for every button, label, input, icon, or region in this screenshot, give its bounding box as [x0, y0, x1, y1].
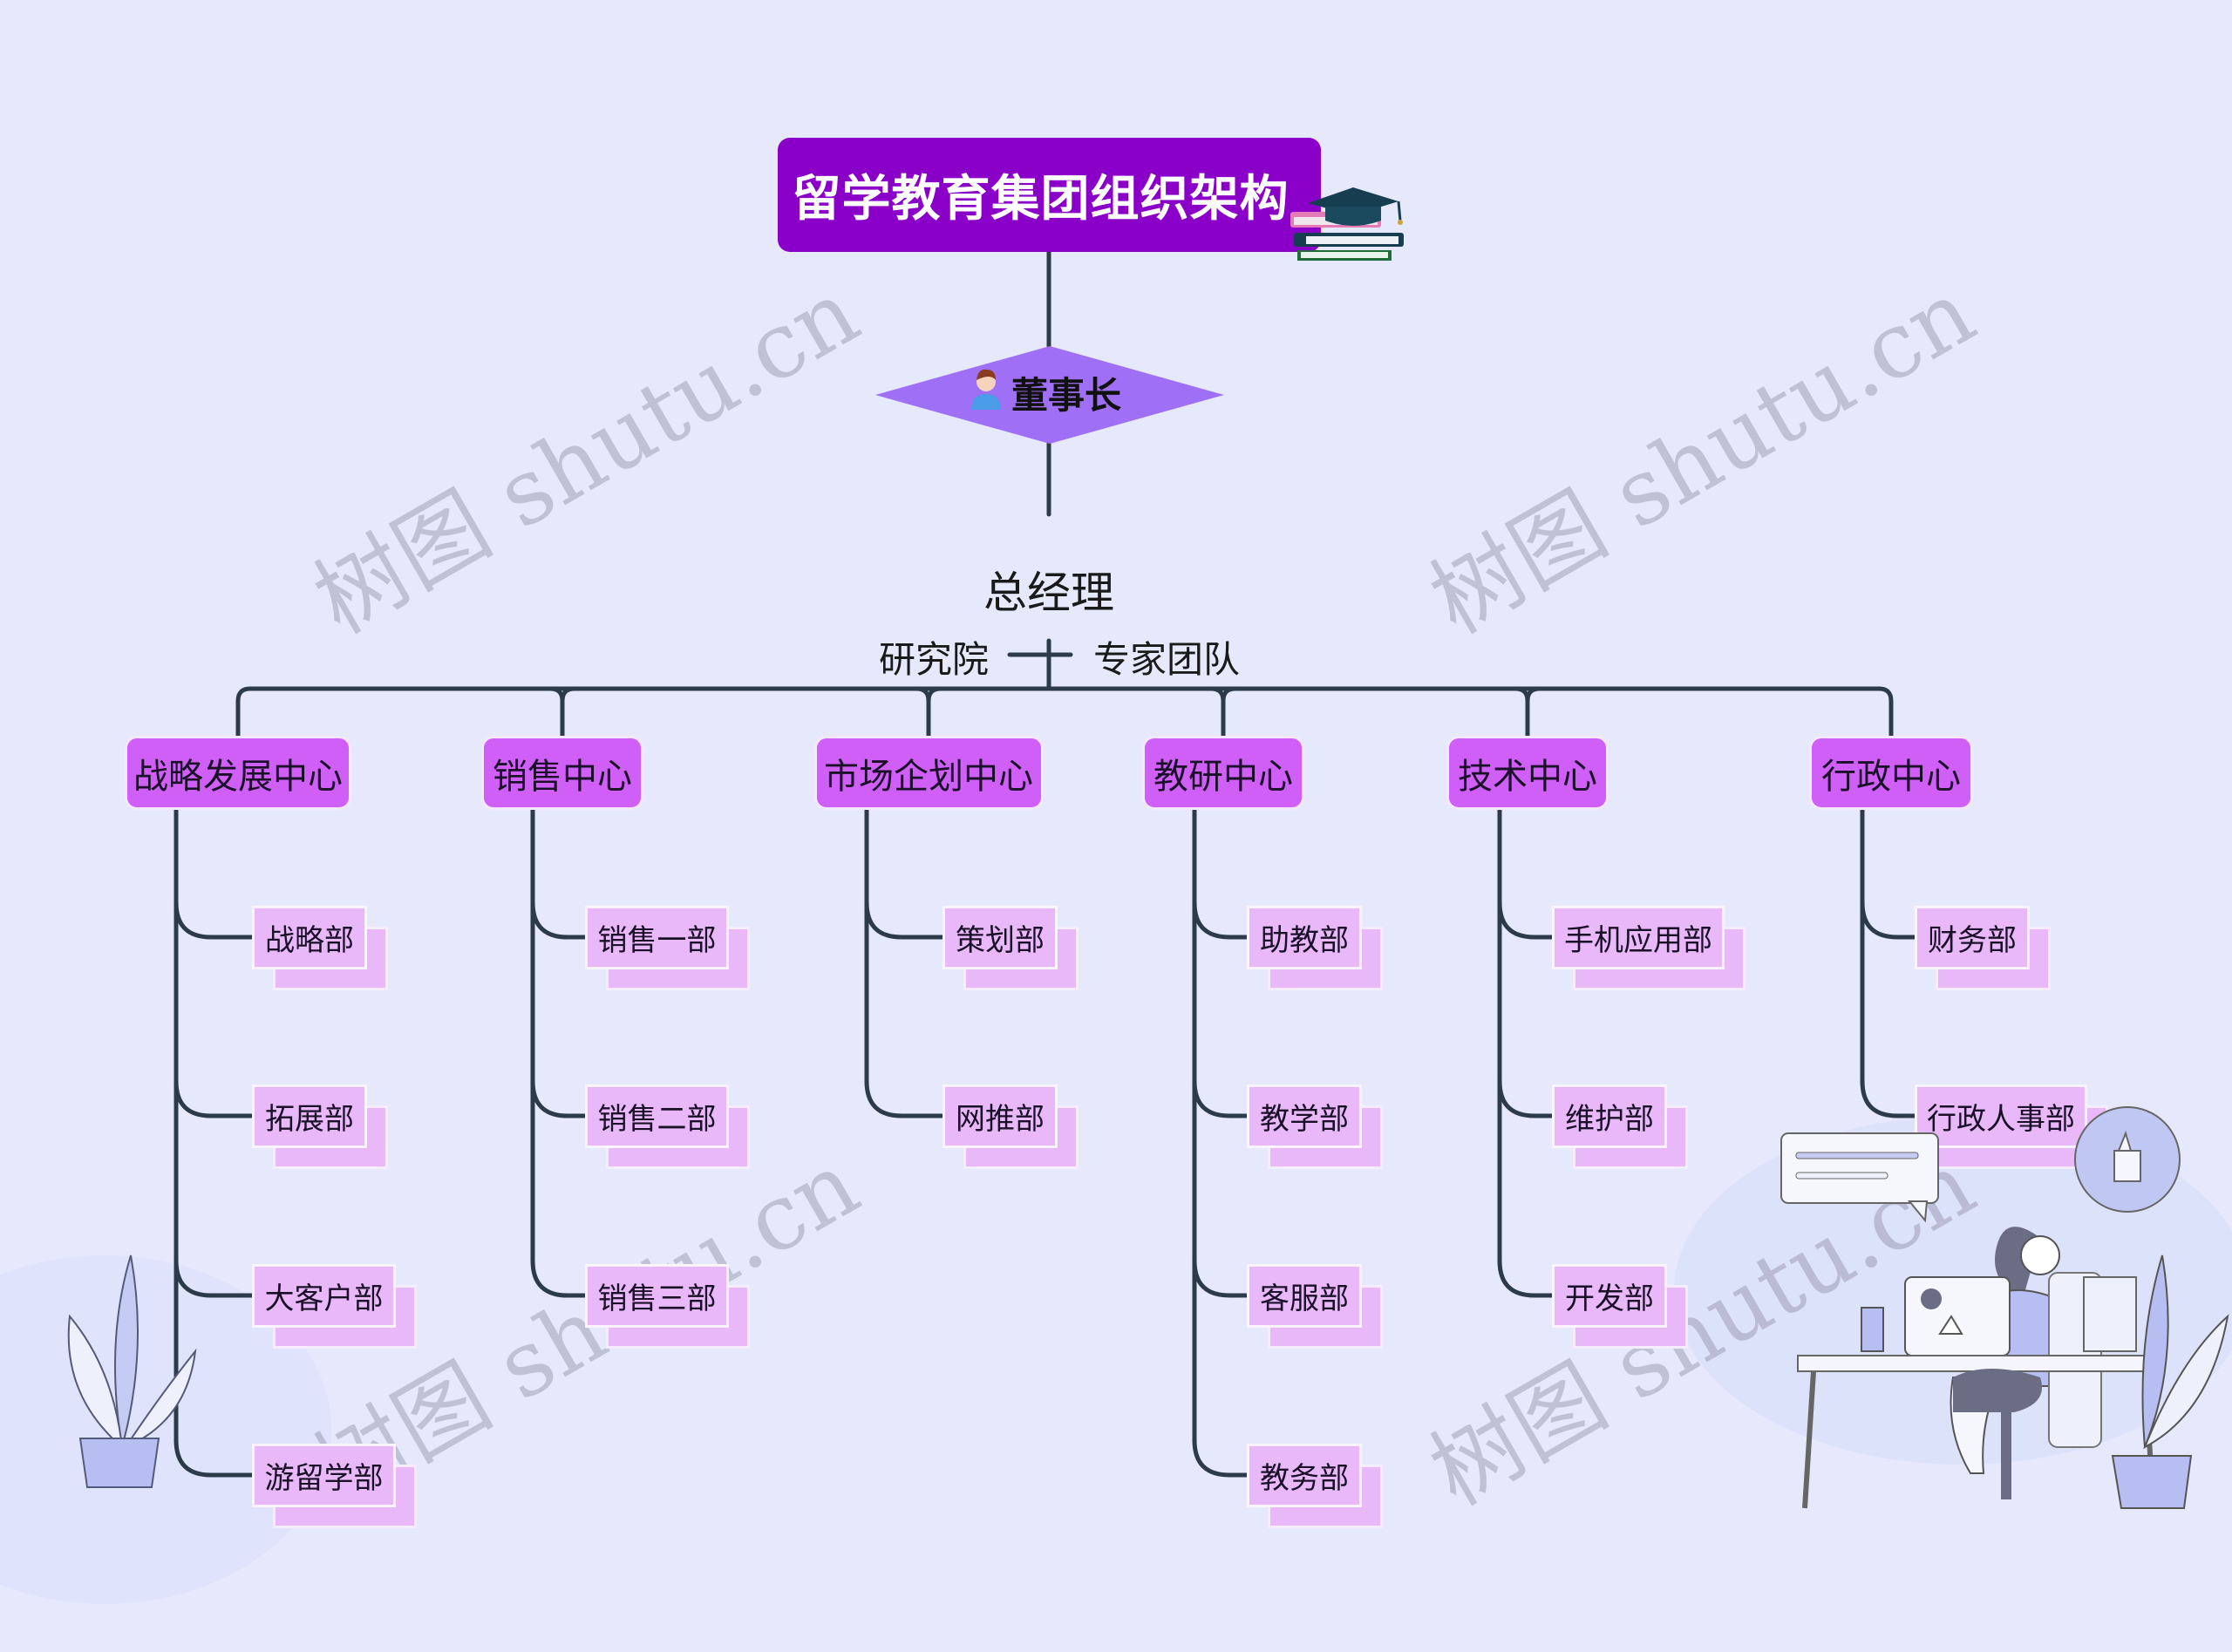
- branch-connector: [914, 686, 943, 738]
- center-label: 行政中心: [1821, 756, 1961, 797]
- child-connector: [1860, 1078, 1917, 1118]
- dept-node[interactable]: 助教部: [1247, 906, 1362, 969]
- dept-node[interactable]: 教务部: [1247, 1444, 1362, 1507]
- branch-connector: [1208, 686, 1238, 738]
- dept-node[interactable]: 销售一部: [585, 906, 729, 969]
- child-connector: [530, 1258, 588, 1298]
- dept-label: 策划部: [956, 923, 1045, 958]
- child-connector: [864, 1078, 945, 1118]
- dept-label: 维护部: [1565, 1102, 1654, 1137]
- dept-node[interactable]: 行政人事部: [1915, 1084, 2087, 1148]
- research-institute-node[interactable]: 研究院: [879, 638, 990, 681]
- title-node[interactable]: 留学教育集团组织架构: [778, 138, 1321, 252]
- child-connector: [1192, 1078, 1249, 1118]
- child-connector: [530, 1078, 588, 1118]
- center-node[interactable]: 销售中心: [481, 736, 643, 810]
- dept-label: 网推部: [956, 1102, 1045, 1137]
- child-connector: [530, 900, 588, 940]
- dept-label: 拓展部: [265, 1102, 354, 1137]
- chairman-node[interactable]: [875, 346, 1224, 444]
- dept-label: 开发部: [1565, 1281, 1654, 1316]
- center-label: 战略发展中心: [133, 756, 343, 797]
- dept-label: 教务部: [1260, 1461, 1349, 1496]
- center-label: 市场企划中心: [824, 756, 1033, 797]
- dept-node[interactable]: 销售二部: [585, 1084, 729, 1148]
- dept-node[interactable]: 游留学部: [252, 1444, 396, 1507]
- branch-connector: [548, 686, 577, 738]
- dept-label: 大客户部: [264, 1281, 384, 1316]
- dept-label: 战略部: [265, 923, 354, 958]
- dept-node[interactable]: 战略部: [252, 906, 367, 969]
- dept-label: 财务部: [1928, 923, 2017, 958]
- dept-node[interactable]: 策划部: [942, 906, 1058, 969]
- branch-connector: [1876, 686, 1894, 738]
- child-connector: [174, 1258, 255, 1298]
- branch-connector: [235, 686, 253, 738]
- center-node[interactable]: 行政中心: [1809, 736, 1973, 810]
- plant-illustration: [67, 1254, 197, 1488]
- dept-label: 销售二部: [597, 1102, 717, 1137]
- dept-label: 客服部: [1260, 1281, 1349, 1316]
- child-connector: [174, 900, 255, 940]
- dept-label: 助教部: [1260, 923, 1349, 958]
- expert-team-node[interactable]: 专家团队: [1093, 638, 1241, 681]
- center-node[interactable]: 技术中心: [1446, 736, 1609, 810]
- center-node[interactable]: 教研中心: [1142, 736, 1304, 810]
- child-connector: [1497, 900, 1555, 940]
- child-connector: [1192, 1438, 1249, 1478]
- center-label: 教研中心: [1153, 756, 1293, 797]
- dept-label: 教学部: [1260, 1102, 1349, 1137]
- dept-label: 游留学部: [264, 1461, 384, 1496]
- dept-node[interactable]: 教学部: [1247, 1084, 1362, 1148]
- dept-node[interactable]: 财务部: [1915, 906, 2030, 969]
- dept-node[interactable]: 客服部: [1247, 1264, 1362, 1328]
- dept-node[interactable]: 开发部: [1552, 1264, 1667, 1328]
- dept-node[interactable]: 大客户部: [252, 1264, 396, 1328]
- center-label: 销售中心: [493, 756, 632, 797]
- child-connector: [864, 900, 945, 940]
- child-connector: [1497, 1078, 1555, 1118]
- title-text: 留学教育集团组织架构: [792, 171, 1290, 228]
- chairman-label: 董事长: [1011, 374, 1122, 417]
- office-woman-illustration: [1780, 1106, 2229, 1509]
- dept-label: 手机应用部: [1564, 923, 1712, 958]
- center-node[interactable]: 战略发展中心: [125, 736, 351, 810]
- dept-label: 销售三部: [597, 1281, 717, 1316]
- dept-node[interactable]: 网推部: [942, 1084, 1058, 1148]
- child-connector: [174, 1438, 255, 1478]
- dept-label: 销售一部: [597, 923, 717, 958]
- center-node[interactable]: 市场企划中心: [813, 736, 1044, 810]
- child-connector: [1192, 1258, 1249, 1298]
- branch-connector: [1513, 686, 1542, 738]
- dept-node[interactable]: 销售三部: [585, 1264, 729, 1328]
- child-connector: [1497, 1258, 1555, 1298]
- child-connector: [174, 1078, 255, 1118]
- dept-label: 行政人事部: [1927, 1102, 2075, 1137]
- dept-node[interactable]: 维护部: [1552, 1084, 1667, 1148]
- child-connector: [1192, 900, 1249, 940]
- child-connector: [1860, 900, 1917, 940]
- person-avatar-icon: [971, 369, 1001, 410]
- center-label: 技术中心: [1458, 756, 1597, 797]
- general-manager-node[interactable]: 总经理: [983, 568, 1114, 618]
- cross-line: [1007, 638, 1073, 691]
- dept-node[interactable]: 手机应用部: [1552, 906, 1725, 969]
- graduation-cap-books-icon: [1290, 187, 1404, 261]
- dept-node[interactable]: 拓展部: [252, 1084, 367, 1148]
